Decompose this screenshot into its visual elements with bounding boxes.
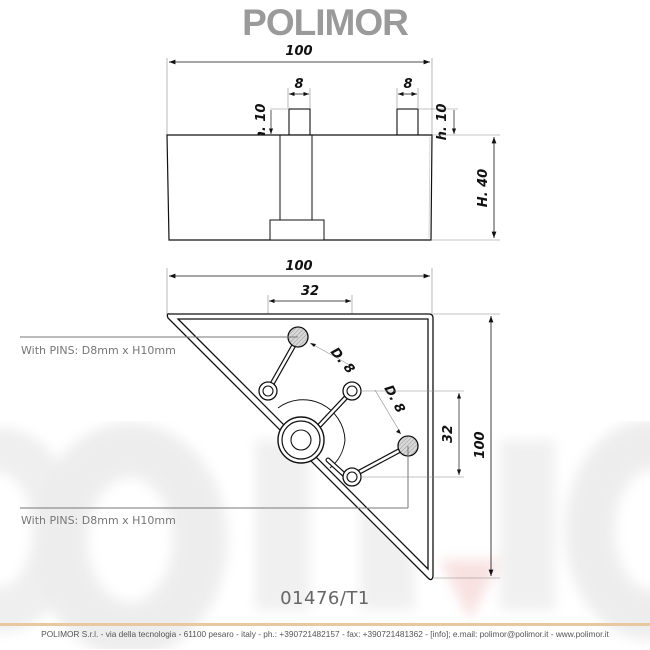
center-boss bbox=[277, 416, 325, 464]
footer-contact: POLIMOR S.r.l. - via della tecnologia - … bbox=[41, 629, 609, 639]
pin-note-1: With PINS: D8mm x H10mm bbox=[21, 344, 176, 357]
small-ring bbox=[258, 381, 278, 401]
pin-left-width-dim: 8 bbox=[294, 77, 303, 92]
pin-right-height-dim: h. 10 bbox=[435, 104, 450, 141]
pin-spacing-h-dim: 32 bbox=[301, 284, 319, 299]
body-height-dim: H. 40 bbox=[476, 169, 491, 207]
pin-left-height-dim: h. 10 bbox=[254, 104, 269, 141]
side-view: 100 8 8 h. 10 h. 10 H. 40 bbox=[166, 44, 500, 241]
product-code: 01476/T1 bbox=[280, 588, 370, 609]
pin-spacing-v-dim: 32 bbox=[441, 425, 456, 443]
side-body bbox=[166, 134, 433, 241]
top-view: 100 32 bbox=[20, 259, 500, 581]
top-width-dim: 100 bbox=[285, 259, 312, 274]
small-ring bbox=[342, 467, 362, 487]
top-height-dim: 100 bbox=[473, 431, 488, 458]
pin-note-2: With PINS: D8mm x H10mm bbox=[21, 514, 176, 527]
pin-left bbox=[288, 108, 311, 136]
pin-right bbox=[396, 108, 419, 136]
brand-name: POLIMOR bbox=[242, 2, 409, 43]
pin-right-width-dim: 8 bbox=[403, 77, 412, 92]
small-ring bbox=[342, 381, 362, 401]
brand-logo: POLIMOR bbox=[0, 2, 650, 44]
side-width-dim: 100 bbox=[285, 44, 312, 59]
footer-divider bbox=[0, 623, 650, 626]
